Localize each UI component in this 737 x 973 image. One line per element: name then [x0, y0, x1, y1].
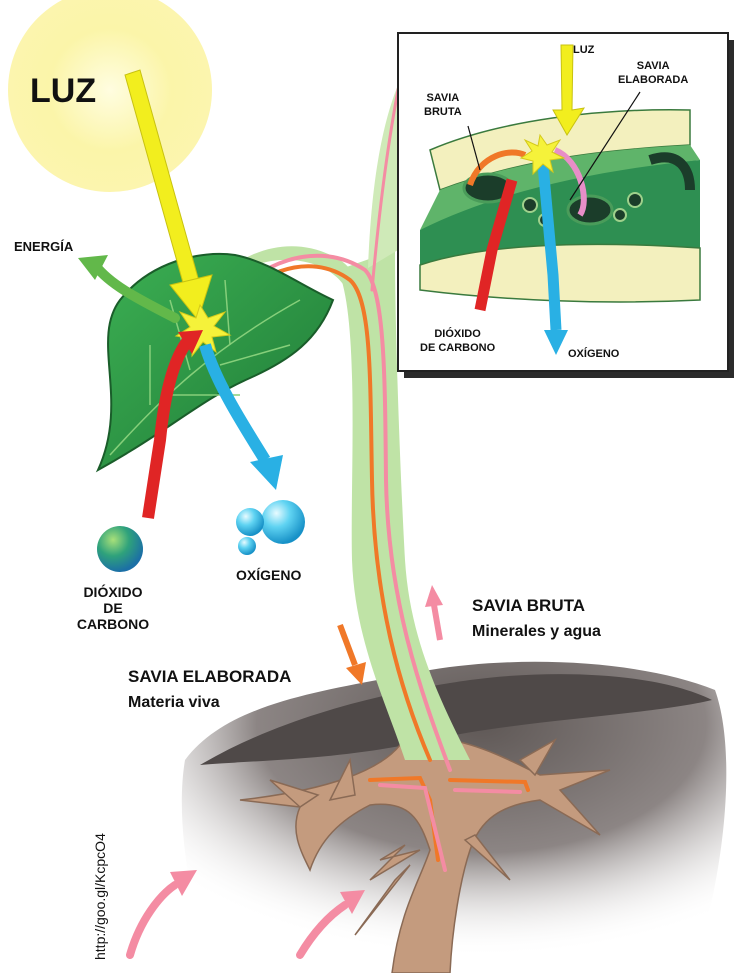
inset-oxygen-label: OXÍGENO — [568, 348, 619, 362]
inset-raw-sap-label: SAVIA BRUTA — [424, 92, 462, 120]
raw-sap-up-arrow — [425, 585, 443, 640]
carbon-dioxide-label: DIÓXIDO DE CARBONO — [58, 584, 168, 632]
oxygen-label: OXÍGENO — [236, 567, 301, 583]
o2-bubbles — [236, 500, 305, 555]
processed-sap-down-arrow — [340, 625, 366, 685]
raw-sap-subtitle: Minerales y agua — [472, 623, 601, 641]
inset-processed-sap-label: SAVIA ELABORADA — [618, 60, 688, 88]
inset-carbon-dioxide-label: DIÓXIDO DE CARBONO — [420, 328, 495, 356]
light-label: LUZ — [30, 72, 96, 111]
co2-molecule — [97, 526, 143, 572]
processed-sap-title: SAVIA ELABORADA — [128, 667, 291, 687]
source-url: http://goo.gl/KcpcO4 — [92, 780, 108, 960]
raw-sap-title: SAVIA BRUTA — [472, 596, 585, 616]
energy-label: ENERGÍA — [14, 240, 73, 255]
processed-sap-subtitle: Materia viva — [128, 694, 220, 712]
inset-light-label: LUZ — [573, 44, 594, 58]
